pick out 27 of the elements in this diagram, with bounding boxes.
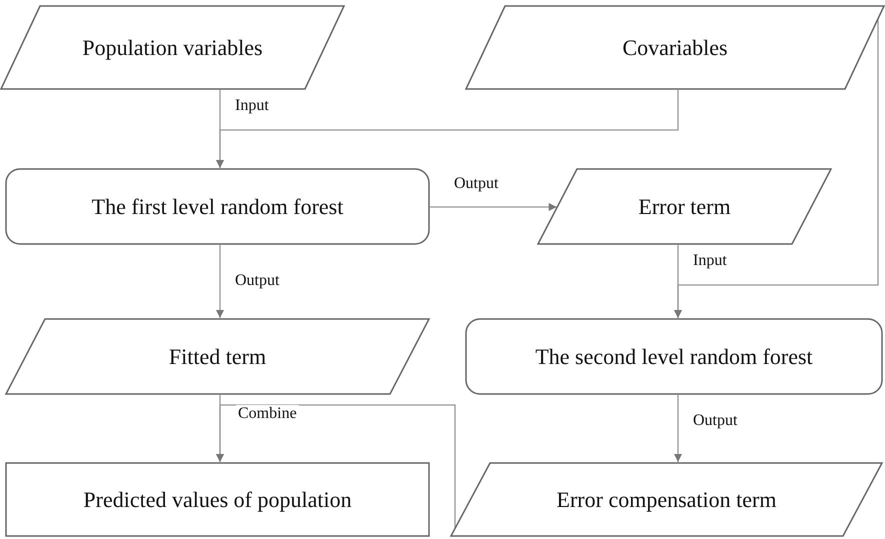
arrow bbox=[674, 395, 682, 462]
process-box bbox=[465, 318, 883, 395]
node-label: Fitted term bbox=[168, 344, 266, 370]
edge-label: Output bbox=[691, 412, 740, 430]
edge-label: Output bbox=[233, 272, 282, 290]
data-parallelogram bbox=[0, 5, 345, 90]
arrow bbox=[216, 90, 679, 168]
node-label: Error term bbox=[638, 194, 731, 220]
data-parallelogram bbox=[450, 462, 883, 537]
arrow bbox=[216, 404, 456, 528]
node-label: Predicted values of population bbox=[83, 486, 352, 512]
node-label: The second level random forest bbox=[535, 344, 813, 370]
node-label: Covariables bbox=[622, 34, 728, 60]
output-box bbox=[5, 462, 430, 537]
edge-label: Input bbox=[691, 252, 729, 270]
node-label: The first level random forest bbox=[92, 194, 344, 220]
data-parallelogram bbox=[465, 5, 885, 90]
arrow bbox=[216, 245, 224, 318]
node-label: Error compensation term bbox=[556, 486, 776, 512]
edge-label: Output bbox=[452, 175, 500, 193]
data-parallelogram bbox=[537, 168, 832, 245]
data-parallelogram bbox=[5, 318, 430, 395]
process-box bbox=[5, 168, 430, 245]
node-label: Population variables bbox=[82, 34, 263, 60]
arrow bbox=[430, 203, 557, 211]
arrow bbox=[674, 20, 879, 318]
edge-label: Input bbox=[233, 97, 271, 115]
